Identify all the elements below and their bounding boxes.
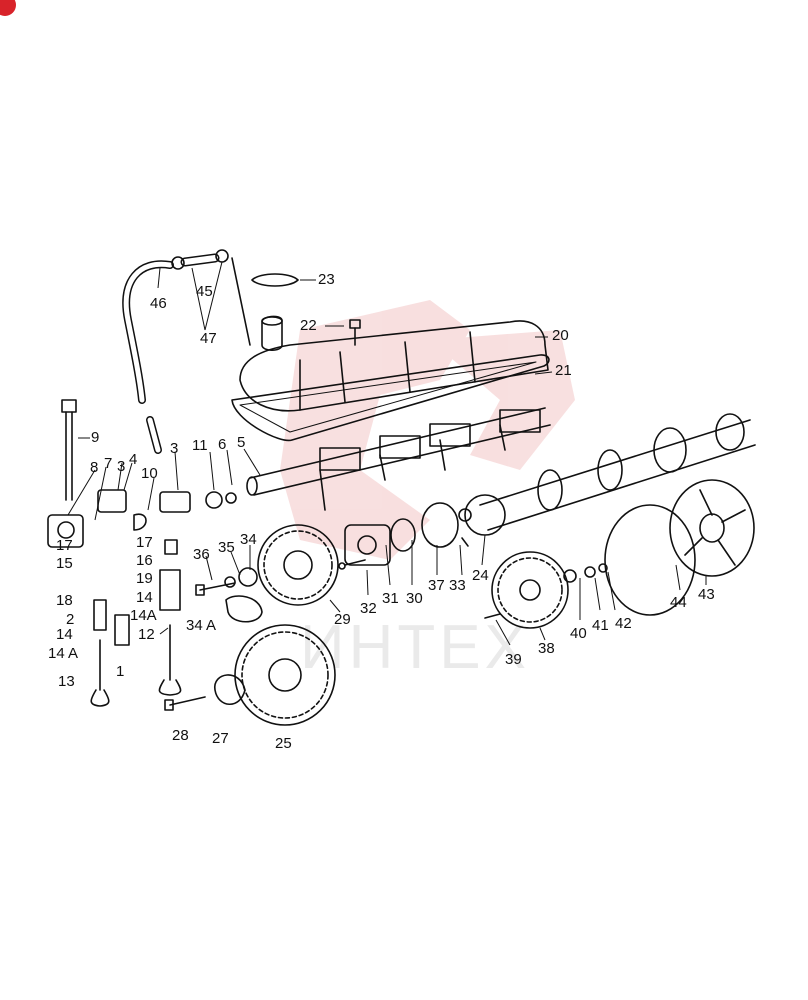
label-39: 39 xyxy=(505,651,522,668)
label-37: 37 xyxy=(428,577,445,594)
label-3b: 3 xyxy=(170,440,179,457)
rocker-shaft xyxy=(246,407,551,511)
label-38: 38 xyxy=(538,640,555,657)
label-27: 27 xyxy=(212,730,229,747)
label-17b: 17 xyxy=(136,534,153,551)
label-21: 21 xyxy=(555,362,572,379)
label-2: 2 xyxy=(66,611,75,628)
label-44: 44 xyxy=(670,594,687,611)
label-22: 22 xyxy=(300,317,317,334)
label-17a: 17 xyxy=(56,537,73,554)
label-14A2: 14 A xyxy=(48,645,79,662)
label-31: 31 xyxy=(382,590,399,607)
label-7: 7 xyxy=(104,455,113,472)
label-6: 6 xyxy=(218,436,227,453)
label-15: 15 xyxy=(56,555,73,572)
valve-parts-left xyxy=(47,489,263,707)
label-28: 28 xyxy=(172,727,189,744)
cover-o-ring xyxy=(604,504,696,616)
timing-cover xyxy=(669,479,755,577)
label-14b: 14 xyxy=(136,589,153,606)
label-3a: 3 xyxy=(117,458,126,475)
label-25: 25 xyxy=(275,735,292,752)
corner-logo-badge xyxy=(0,0,16,16)
label-35: 35 xyxy=(218,539,235,556)
label-30: 30 xyxy=(406,590,423,607)
misc-bolts xyxy=(164,537,608,711)
label-32: 32 xyxy=(360,600,377,617)
label-1: 1 xyxy=(116,663,125,680)
label-8: 8 xyxy=(90,459,99,476)
thrust-plate xyxy=(344,524,391,566)
label-14A1: 14A xyxy=(130,607,157,624)
label-29: 29 xyxy=(334,611,351,628)
rocker-cover xyxy=(239,315,549,412)
cover-bolt xyxy=(349,319,361,346)
label-45: 45 xyxy=(196,283,213,300)
label-4: 4 xyxy=(129,451,138,468)
label-34A: 34 A xyxy=(186,617,217,634)
label-18: 18 xyxy=(56,592,73,609)
label-19: 19 xyxy=(136,570,153,587)
timing-gear-38 xyxy=(491,551,569,629)
gear-hub xyxy=(421,502,459,548)
label-20: 20 xyxy=(552,327,569,344)
camshaft xyxy=(458,413,756,536)
label-16: 16 xyxy=(136,552,153,569)
camshaft-gear-29 xyxy=(257,524,339,606)
label-10: 10 xyxy=(141,465,158,482)
label-9: 9 xyxy=(91,429,100,446)
push-rod xyxy=(61,399,77,501)
label-43: 43 xyxy=(698,586,715,603)
label-41: 41 xyxy=(592,617,609,634)
label-46: 46 xyxy=(150,295,167,312)
label-42: 42 xyxy=(615,615,632,632)
label-11: 11 xyxy=(192,437,208,454)
label-24: 24 xyxy=(472,567,489,584)
label-13: 13 xyxy=(58,673,75,690)
label-33: 33 xyxy=(449,577,466,594)
label-5: 5 xyxy=(237,434,246,451)
rocker-cover-gasket xyxy=(231,354,550,442)
watermark-logo: ИНТЕХ xyxy=(280,300,575,682)
watermark-text: ИНТЕХ xyxy=(300,613,530,682)
label-23: 23 xyxy=(318,271,335,288)
label-47: 47 xyxy=(200,330,217,347)
label-40: 40 xyxy=(570,625,587,642)
label-14a: 14 xyxy=(56,626,73,643)
label-12: 12 xyxy=(138,626,155,643)
filler-cap xyxy=(251,273,299,287)
label-34: 34 xyxy=(240,531,257,548)
spacer-ring xyxy=(390,518,416,552)
breather-hose xyxy=(122,249,251,454)
crankshaft-gear-25 xyxy=(234,624,336,726)
label-36: 36 xyxy=(193,546,210,563)
leader-lines xyxy=(67,261,707,646)
